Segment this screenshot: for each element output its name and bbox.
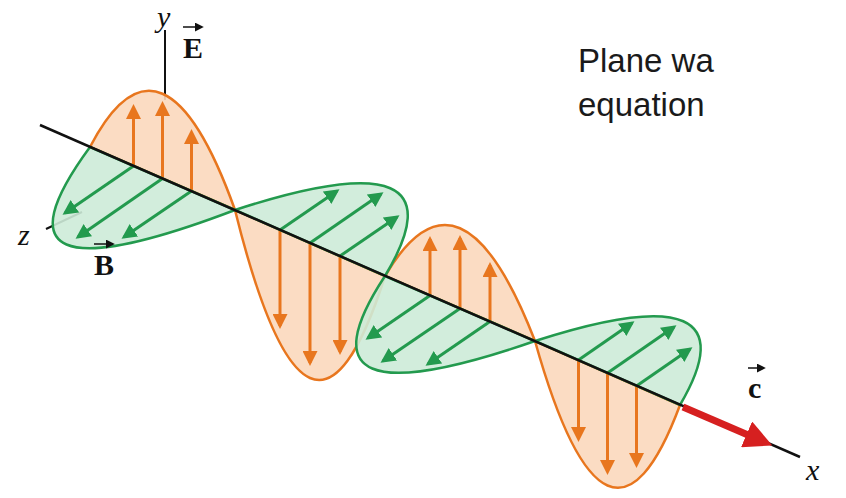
electric-field-wave xyxy=(90,91,680,488)
heading-text: equation xyxy=(578,88,705,121)
vector-label: E xyxy=(183,33,203,63)
magnetic-field-wave xyxy=(53,147,701,405)
vector-arrow-c xyxy=(748,367,764,369)
y-axis xyxy=(164,30,166,100)
vector-arrow-e xyxy=(183,26,202,28)
axis-label: z xyxy=(18,220,30,250)
electric-field-arrows xyxy=(134,104,637,472)
heading-text: Plane wa xyxy=(578,44,714,77)
vector-arrow-b xyxy=(94,243,113,245)
velocity-arrow xyxy=(683,407,762,441)
vector-label: c xyxy=(748,373,761,403)
x-axis xyxy=(40,125,800,457)
axis-label: x xyxy=(806,455,819,485)
vector-label: B xyxy=(94,250,114,280)
magnetic-field-arrows xyxy=(65,166,690,386)
axis-label: y xyxy=(157,2,170,32)
